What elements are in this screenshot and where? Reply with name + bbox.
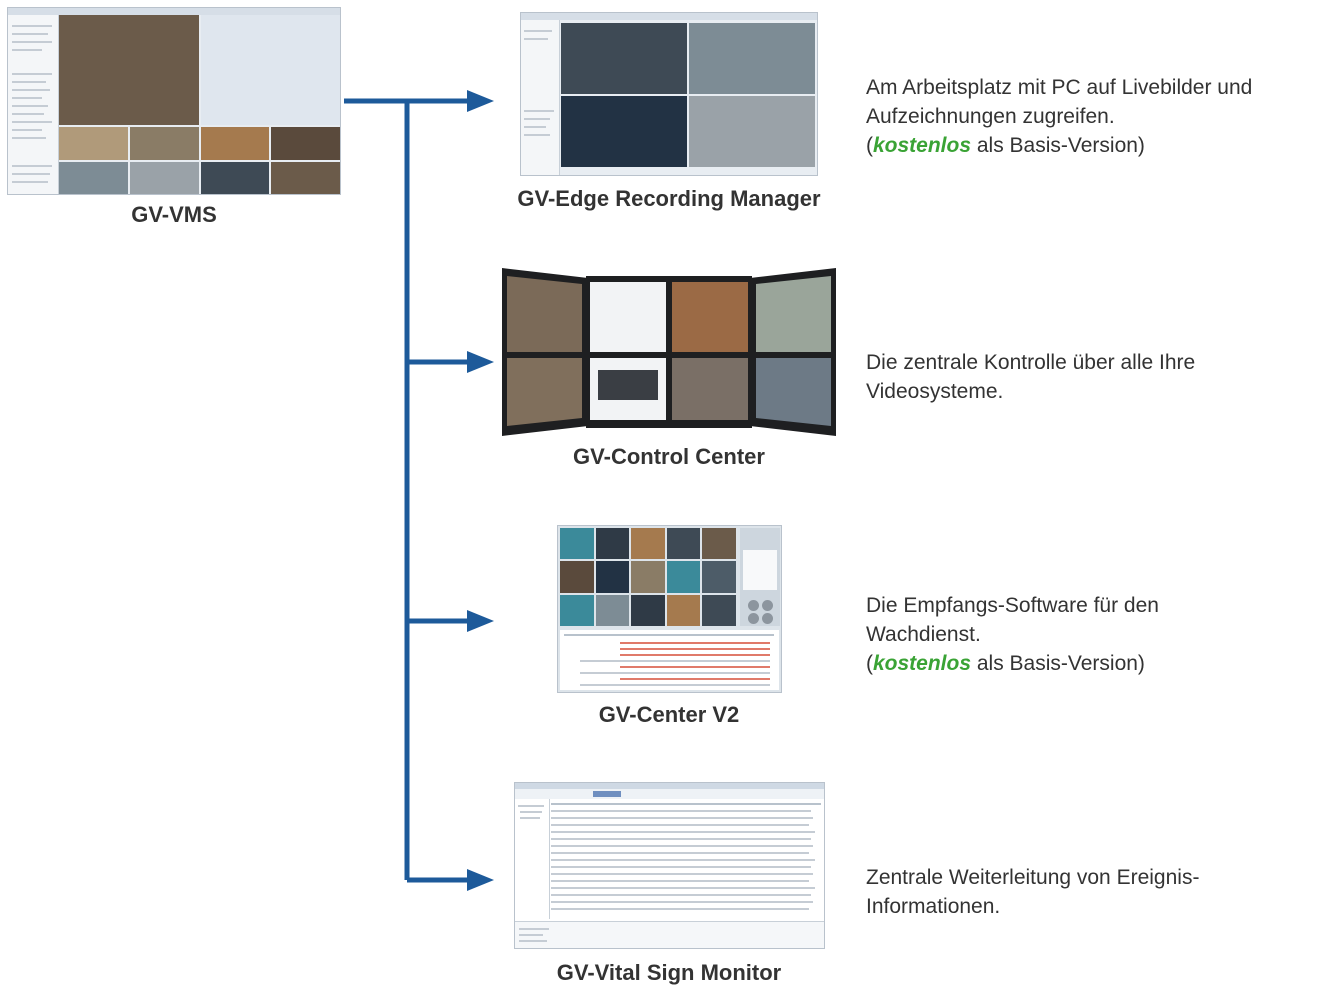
gv-vital-sign-monitor-screenshot — [514, 782, 825, 949]
caption-gv-edge-recording-manager: GV-Edge Recording Manager — [517, 186, 821, 211]
arrowhead-icon — [467, 90, 494, 112]
gv-center-v2-screenshot — [557, 525, 782, 693]
description-line: Informationen. — [866, 895, 1001, 918]
description-gv-center-v2: Die Empfangs-Software für den Wachdienst… — [866, 591, 1321, 678]
caption-gv-center-v2: GV-Center V2 — [598, 702, 740, 727]
description-line: (kostenlos als Basis-Version) — [866, 134, 1145, 157]
description-gv-edge-recording-manager: Am Arbeitsplatz mit PC auf Livebilder un… — [866, 73, 1321, 160]
description-line: Wachdienst. — [866, 623, 981, 646]
description-line: Aufzeichnungen zugreifen. — [866, 105, 1115, 128]
arrowhead-icon — [467, 610, 494, 632]
description-line: Zentrale Weiterleitung von Ereignis- — [866, 866, 1200, 889]
description-gv-vital-sign-monitor: Zentrale Weiterleitung von Ereignis- Inf… — [866, 863, 1321, 921]
gv-control-center-monitor-wall — [502, 268, 836, 436]
description-line: Am Arbeitsplatz mit PC auf Livebilder un… — [866, 76, 1253, 99]
gv-vms-screenshot — [7, 7, 341, 195]
highlight-free: kostenlos — [873, 134, 972, 157]
caption-gv-control-center: GV-Control Center — [573, 444, 765, 469]
arrowhead-icon — [467, 351, 494, 373]
arrowhead-icon — [467, 869, 494, 891]
description-line: Videosysteme. — [866, 380, 1004, 403]
description-line: (kostenlos als Basis-Version) — [866, 652, 1145, 675]
description-line: Die Empfangs-Software für den — [866, 594, 1159, 617]
description-line: Die zentrale Kontrolle über alle Ihre — [866, 351, 1196, 374]
gv-edge-recording-manager-screenshot — [520, 12, 818, 176]
description-gv-control-center: Die zentrale Kontrolle über alle Ihre Vi… — [866, 348, 1321, 406]
event-list — [551, 801, 821, 917]
caption-gv-vms: GV-VMS — [131, 202, 217, 227]
caption-gv-vital-sign-monitor: GV-Vital Sign Monitor — [556, 960, 782, 985]
highlight-free: kostenlos — [873, 652, 972, 675]
